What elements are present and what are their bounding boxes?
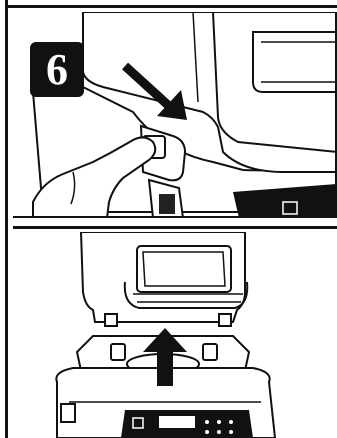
arrow-up-icon <box>143 328 187 386</box>
press-release-illustration <box>31 12 335 216</box>
panel-divider <box>13 226 337 229</box>
step-illustration-lift <box>13 232 337 438</box>
arrow-down-right-icon <box>121 62 187 120</box>
page-border-top <box>5 5 337 8</box>
step-illustration-press: 6 <box>13 12 337 218</box>
lift-container-illustration <box>55 232 277 438</box>
page-border-left <box>5 0 8 438</box>
step-number: 6 <box>46 44 68 94</box>
lid-icon <box>282 201 298 215</box>
step-number-badge: 6 <box>30 42 84 97</box>
